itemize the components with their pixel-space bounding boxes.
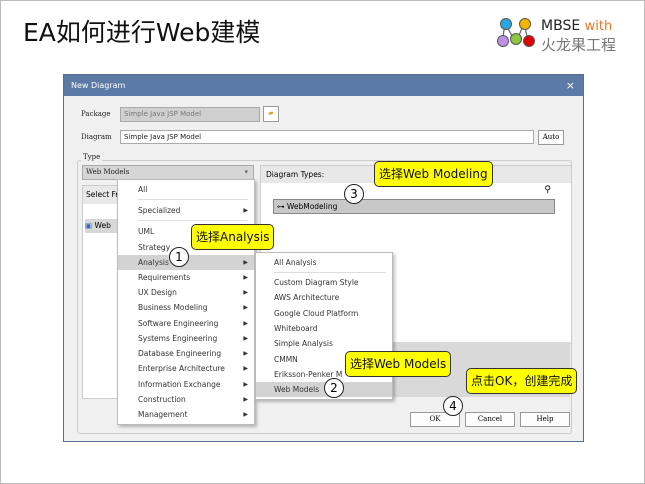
menu-item-database-engineering[interactable]: Database Engineering ▶ [118, 346, 254, 361]
menu-item-label: All [138, 185, 148, 194]
diagram-label: Diagram [81, 133, 112, 141]
logo-mbse: MBSE [541, 18, 581, 34]
submenu-arrow-icon: ▶ [243, 350, 248, 357]
menu-item-specialized[interactable]: Specialized ▶ [118, 203, 254, 218]
menu-item-label: Systems Engineering [138, 334, 218, 343]
step-3-marker: 3 [344, 184, 364, 204]
step-1-marker: 1 [169, 247, 189, 267]
ok-button[interactable]: OK [410, 412, 460, 427]
logo-with: with [584, 19, 613, 34]
submenu-item-cmmn[interactable]: CMMN [274, 355, 298, 364]
cancel-button[interactable]: Cancel [465, 412, 515, 427]
submenu-item-whiteboard[interactable]: Whiteboard [274, 324, 318, 333]
menu-item-management[interactable]: Management ▶ [118, 407, 254, 422]
callout-4: 点击OK，创建完成 [466, 368, 578, 394]
menu-item-label: Construction [138, 395, 186, 404]
submenu-item-aws-architecture[interactable]: AWS Architecture [274, 293, 340, 302]
logo [496, 15, 536, 55]
callout-3: 选择Web Modeling [374, 161, 493, 187]
menu-item-business-modeling[interactable]: Business Modeling ▶ [118, 300, 254, 315]
menu-item-label: Database Engineering [138, 349, 222, 358]
submenu-arrow-icon: ▶ [243, 259, 248, 266]
menu-item-information-exchange[interactable]: Information Exchange ▶ [118, 377, 254, 392]
step-4-marker: 4 [443, 396, 463, 416]
type-combo-value: Web Models [86, 168, 130, 176]
close-icon[interactable]: × [565, 79, 575, 92]
menu-item-label: Enterprise Architecture [138, 364, 225, 373]
menu-separator [274, 272, 386, 273]
menu-item-label: UX Design [138, 288, 177, 297]
diagram-name-input[interactable]: Simple Java JSP Model [120, 130, 534, 144]
chevron-down-icon: ▾ [244, 168, 248, 176]
submenu-item-custom-diagram-style[interactable]: Custom Diagram Style [274, 278, 359, 287]
menu-item-label: Information Exchange [138, 380, 221, 389]
dialog-title: New Diagram [71, 81, 126, 90]
dialog-title-bar: New Diagram × [64, 75, 583, 96]
menu-item-construction[interactable]: Construction ▶ [118, 392, 254, 407]
help-button[interactable]: Help [520, 412, 570, 427]
logo-subtitle: 火龙果工程 [541, 36, 617, 54]
menu-item-strategy[interactable]: Strategy [118, 240, 254, 255]
diagram-type-webmodeling[interactable]: ⊶ WebModeling [273, 199, 555, 214]
slide-title: EA如何进行Web建模 [23, 18, 261, 47]
callout-1: 选择Analysis [191, 224, 275, 250]
submenu-arrow-icon: ▶ [243, 304, 248, 311]
type-combo[interactable]: Web Models ▾ [82, 165, 254, 180]
type-label: Type [81, 153, 103, 161]
submenu-arrow-icon: ▶ [243, 335, 248, 342]
menu-item-software-engineering[interactable]: Software Engineering ▶ [118, 316, 254, 331]
menu-item-label: Analysis [138, 258, 169, 267]
menu-item-label: Management [138, 410, 188, 419]
submenu-arrow-icon: ▶ [243, 289, 248, 296]
webmodeling-icon: ⊶ [277, 202, 285, 211]
submenu-arrow-icon: ▶ [243, 320, 248, 327]
submenu-arrow-icon: ▶ [243, 274, 248, 281]
menu-item-label: Software Engineering [138, 319, 219, 328]
search-icon[interactable]: ⚲ [544, 185, 551, 195]
submenu-arrow-icon: ▶ [243, 411, 248, 418]
menu-item-requirements[interactable]: Requirements ▶ [118, 270, 254, 285]
menu-item-label: Strategy [138, 243, 171, 252]
menu-item-enterprise-architecture[interactable]: Enterprise Architecture ▶ [118, 361, 254, 376]
menu-item-systems-engineering[interactable]: Systems Engineering ▶ [118, 331, 254, 346]
menu-item-ux-design[interactable]: UX Design ▶ [118, 285, 254, 300]
menu-separator [138, 199, 248, 200]
submenu-item-google-cloud-platform[interactable]: Google Cloud Platform [274, 309, 359, 318]
menu-item-label: UML [138, 227, 155, 236]
submenu-arrow-icon: ▶ [243, 207, 248, 214]
web-list-item[interactable]: ▣ Web [85, 219, 125, 233]
package-field: Simple Java JSP Model [120, 107, 260, 122]
submenu-item-simple-analysis[interactable]: Simple Analysis [274, 339, 333, 348]
menu-item-label: Specialized [138, 206, 181, 215]
menu-item-uml[interactable]: UML [118, 224, 254, 239]
submenu-arrow-icon: ▶ [243, 396, 248, 403]
folder-browse-button[interactable]: ▰ [263, 106, 279, 122]
menu-item-all[interactable]: All [118, 182, 254, 197]
callout-2: 选择Web Models [345, 351, 452, 377]
auto-button[interactable]: Auto [538, 130, 564, 145]
submenu-item-eriksson-penker-m[interactable]: Eriksson-Penker M [274, 370, 343, 379]
menu-item-label: Business Modeling [138, 303, 208, 312]
menu-separator [138, 220, 248, 221]
package-label: Package [81, 110, 111, 118]
package-icon: ▣ [85, 221, 93, 230]
submenu-item-all-analysis[interactable]: All Analysis [274, 258, 317, 267]
submenu-arrow-icon: ▶ [243, 365, 248, 372]
step-2-marker: 2 [324, 378, 344, 398]
submenu-arrow-icon: ▶ [243, 381, 248, 388]
menu-item-label: Requirements [138, 273, 191, 282]
